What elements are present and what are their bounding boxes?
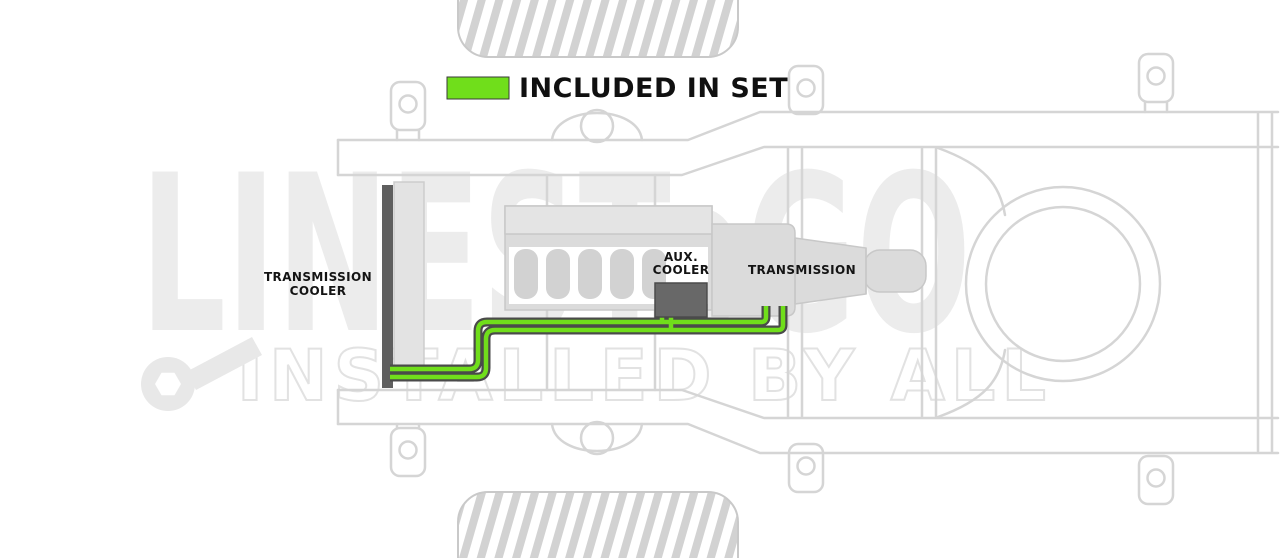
aux-cooler-label-line1: AUX. [664, 250, 698, 264]
transmission-shape [711, 223, 927, 317]
front-tire [457, 0, 739, 58]
aux-cooler-label-line2: COOLER [653, 263, 710, 277]
legend-swatch [446, 76, 510, 100]
frame-outline [336, 52, 1280, 506]
cooler-bar [382, 185, 393, 388]
rear-tire [457, 491, 739, 558]
transmission-cooler-shape [382, 181, 425, 388]
cooler-lines [390, 300, 788, 382]
transmission-cooler-label-line1: TRANSMISSION [264, 270, 372, 284]
transmission-cooler-label-line2: COOLER [290, 284, 347, 298]
part-labels: TRANSMISSION COOLER AUX. COOLER TRANSMIS… [264, 250, 856, 298]
legend-label: INCLUDED IN SET [519, 73, 788, 104]
aux-cooler-box [654, 282, 708, 318]
watermark-tagline-text: INSTALLED BY ALL [237, 335, 1052, 417]
legend: INCLUDED IN SET [446, 73, 788, 104]
engine-block [504, 205, 713, 311]
engine-cylinder-scallops [514, 249, 666, 299]
transmission-label: TRANSMISSION [748, 263, 856, 277]
cooler-line-1 [390, 306, 769, 372]
cooler-line-2 [390, 306, 786, 380]
wrench-icon [141, 337, 262, 411]
body-mount-bracket [389, 52, 1175, 506]
